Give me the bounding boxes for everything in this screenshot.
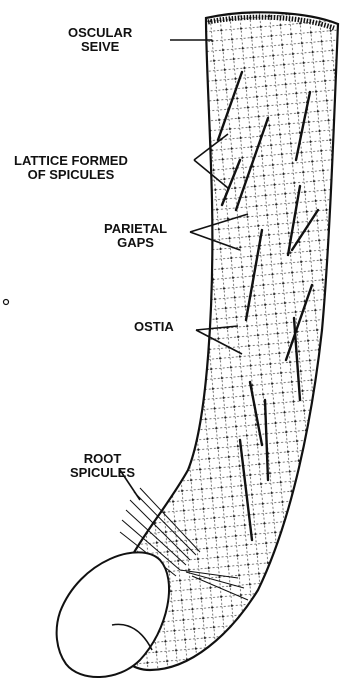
stray-mark (4, 300, 9, 305)
label-ostia: OSTIA (134, 320, 174, 334)
